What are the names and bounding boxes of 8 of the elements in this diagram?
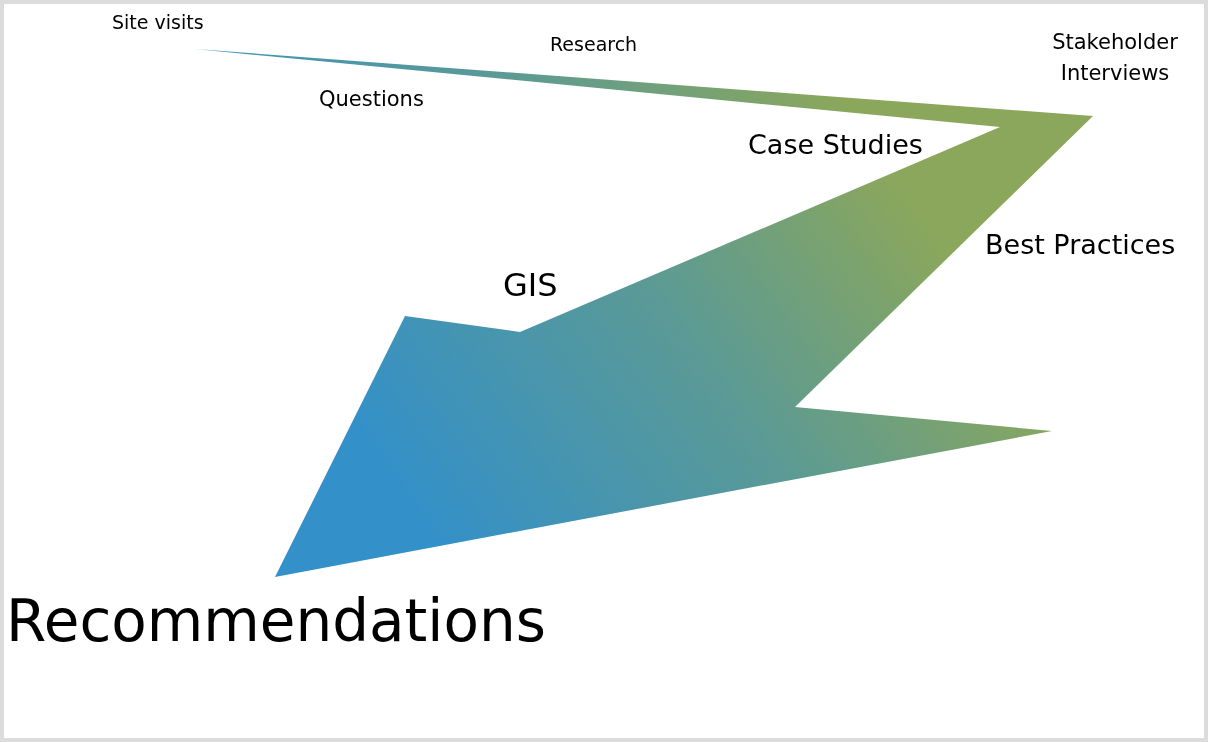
input-label: Questions bbox=[319, 86, 424, 113]
input-label: Site visits bbox=[112, 10, 204, 35]
input-label: Case Studies bbox=[748, 128, 923, 162]
outcome-label: Recommendations bbox=[6, 586, 546, 657]
input-label: Stakeholder Interviews bbox=[1051, 29, 1179, 87]
input-label: GIS bbox=[503, 265, 558, 306]
input-label: Best Practices bbox=[985, 228, 1176, 262]
input-label: Research bbox=[550, 32, 638, 57]
